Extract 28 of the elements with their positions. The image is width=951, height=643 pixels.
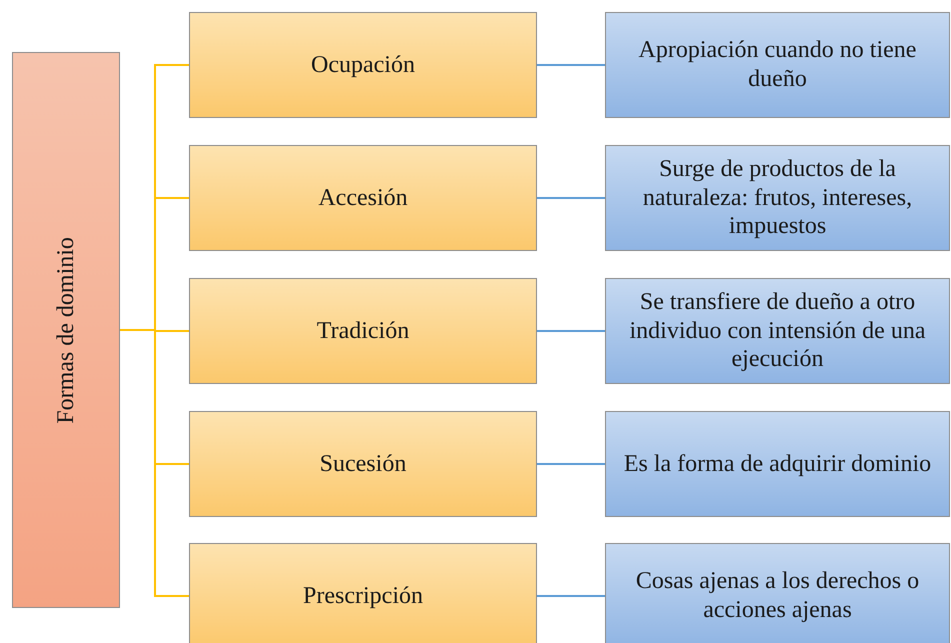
node-text: Tradición (316, 316, 410, 346)
node-text: Cosas ajenas a los derechos o acciones ajenas (634, 567, 920, 625)
form-box (189, 411, 537, 517)
connector-line (537, 595, 605, 597)
connector-line (537, 330, 605, 332)
form-box (189, 12, 537, 118)
node-text: Surge de productos de la naturaleza: frutos, intereses, impuestos (642, 154, 914, 242)
category-title: Formas de dominio (52, 236, 80, 424)
description-box (605, 12, 950, 118)
node-text: Prescripción (303, 582, 423, 610)
connector-line (120, 329, 189, 597)
connector-line (537, 463, 605, 465)
node-text: Sucesión (320, 450, 406, 478)
description-box (605, 145, 950, 251)
node-text: Se transfiere de dueño a otro individuo con intensión de una ejecución (628, 288, 926, 374)
form-box (189, 145, 537, 251)
connector-line (537, 64, 605, 66)
node-text: Es la forma de adquirir dominio (624, 450, 932, 478)
node-text: Ocupación (311, 50, 415, 80)
form-box (189, 278, 537, 384)
description-box (605, 411, 950, 517)
category-box (12, 52, 120, 608)
description-box (605, 543, 950, 643)
connector-line (537, 197, 605, 199)
form-box (189, 543, 537, 643)
node-text: Apropiación cuando no tiene dueño (638, 36, 918, 94)
node-text: Accesión (318, 184, 408, 212)
description-box (605, 278, 950, 384)
